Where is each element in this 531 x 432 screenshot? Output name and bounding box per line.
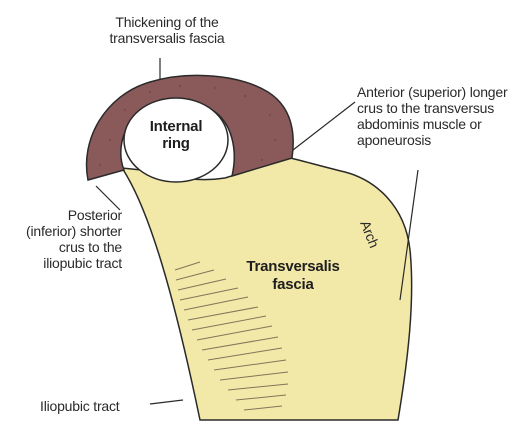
label-thickening: Thickening of the transversalis fascia — [92, 14, 242, 46]
label-anterior-crus: Anterior (superior) longer crus to the t… — [357, 84, 527, 148]
leader-anterior-crus — [293, 102, 355, 150]
label-transversalis-fascia: Transversalis fascia — [228, 258, 358, 294]
leader-iliopubic-tract — [150, 400, 183, 404]
label-posterior-crus: Posterior (inferior) shorter crus to the… — [0, 207, 122, 271]
label-internal-ring: Internal ring — [140, 118, 212, 152]
label-iliopubic-tract: Iliopubic tract — [40, 398, 119, 414]
